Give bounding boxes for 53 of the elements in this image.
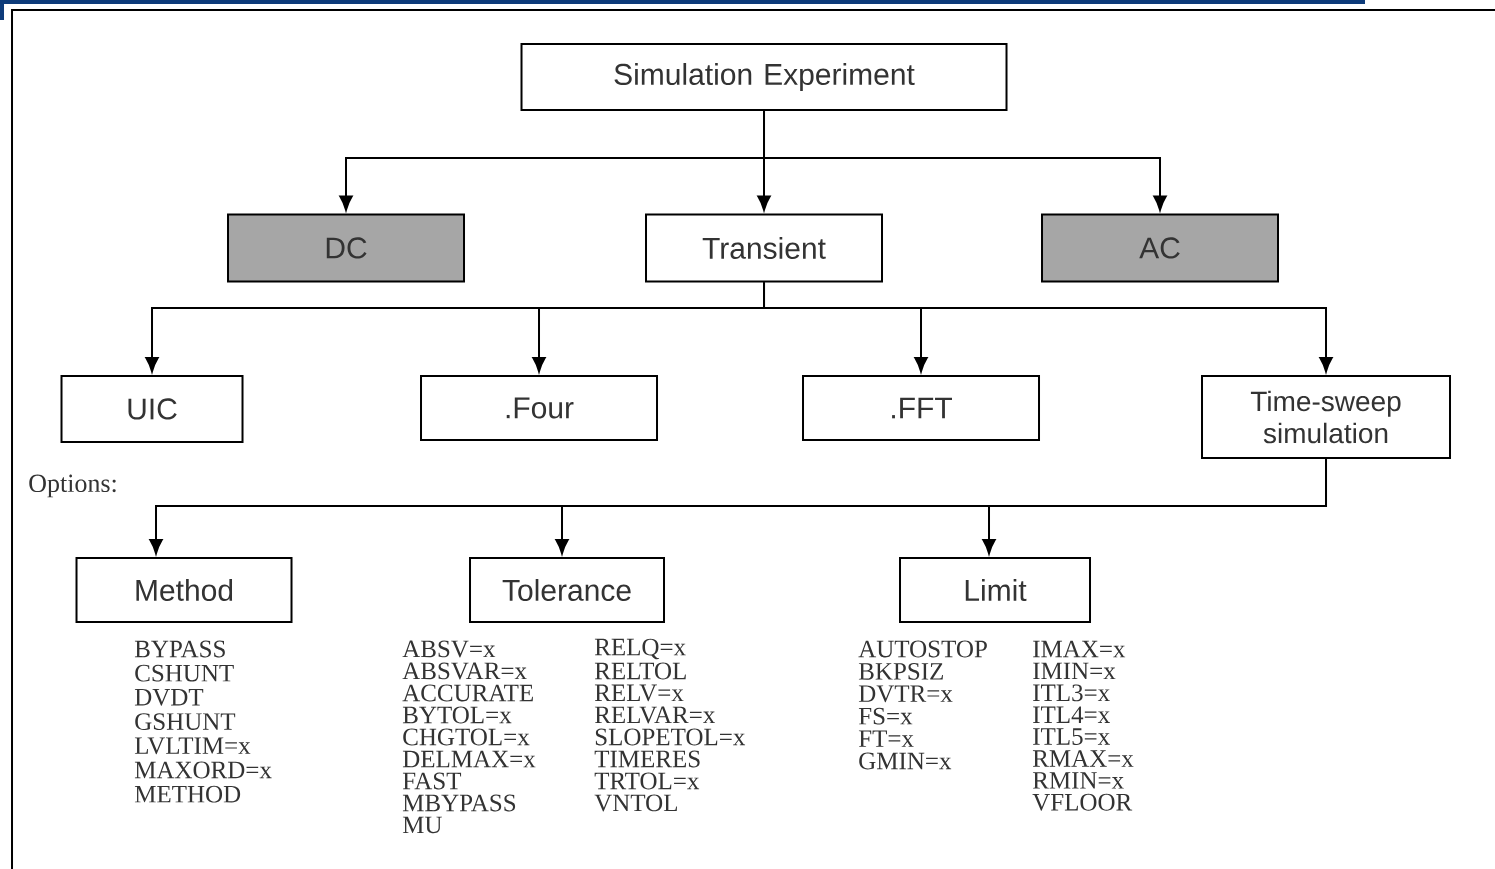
- option-name: CSHUNT: [135, 664, 234, 682]
- option-name: MU: [402, 816, 442, 834]
- process-box: Tolerance: [469, 557, 665, 623]
- process-box: Transient: [645, 213, 883, 283]
- option-name: GMIN=x: [859, 752, 952, 770]
- process-box: Time-sweep simulation: [1201, 375, 1451, 459]
- option-name: LVLTIM=x: [134, 737, 251, 755]
- option-name: DVTR=x: [858, 685, 953, 703]
- option-name: ACCURATE: [402, 684, 533, 702]
- process-box: Simulation Experiment: [520, 43, 1008, 111]
- option-name: BYTOL=x: [402, 706, 512, 724]
- option-name: IMIN=x: [1033, 662, 1116, 680]
- option-name: VNTOL: [594, 794, 677, 812]
- option-name: DELMAX=x: [402, 750, 536, 768]
- section-label: Options:: [29, 474, 116, 498]
- option-name: RELVAR=x: [594, 706, 715, 724]
- process-box: Limit: [899, 557, 1091, 623]
- option-name: TRTOL=x: [594, 772, 700, 790]
- option-name: BYPASS: [134, 640, 225, 658]
- option-name: SLOPETOL=x: [595, 728, 746, 746]
- option-name: IMAX=x: [1033, 640, 1126, 658]
- option-name: RELV=x: [594, 684, 684, 702]
- option-name: ITL4=x: [1033, 706, 1110, 723]
- arrow: [763, 110, 1167, 211]
- option-name: GSHUNT: [135, 713, 236, 730]
- option-name: ABSV=x: [402, 640, 496, 658]
- process-box: .FFT: [802, 375, 1040, 441]
- option-name: RELQ=x: [594, 638, 686, 660]
- process-box: UIC: [60, 375, 244, 443]
- arrow: [763, 281, 1333, 373]
- option-name: RMIN=x: [1032, 772, 1124, 789]
- option-name: ABSVAR=x: [402, 662, 527, 680]
- option-name: RELTOL: [594, 662, 686, 680]
- option-name: CHGTOL=x: [403, 728, 530, 746]
- process-box: AC: [1041, 213, 1279, 283]
- option-name: METHOD: [134, 785, 241, 803]
- option-name: ITL5=x: [1033, 728, 1110, 745]
- option-name: VFLOOR: [1032, 793, 1133, 811]
- process-box: .Four: [420, 375, 658, 441]
- option-name: ITL3=x: [1033, 684, 1110, 702]
- option-name: MAXORD=x: [134, 761, 272, 779]
- option-name: FAST: [402, 772, 462, 790]
- arrow: [982, 458, 1327, 555]
- option-name: DVDT: [134, 689, 204, 706]
- option-name: MBYPASS: [402, 794, 516, 812]
- process-box: Method: [75, 557, 293, 623]
- option-name: BKPSIZ: [858, 663, 943, 680]
- option-name: FS=x: [858, 707, 913, 725]
- process-box: DC: [227, 213, 465, 283]
- option-name: TIMERES: [594, 750, 700, 768]
- option-name: RMAX=x: [1032, 750, 1134, 767]
- option-name: FT=x: [858, 730, 914, 747]
- option-name: AUTOSTOP: [858, 640, 987, 658]
